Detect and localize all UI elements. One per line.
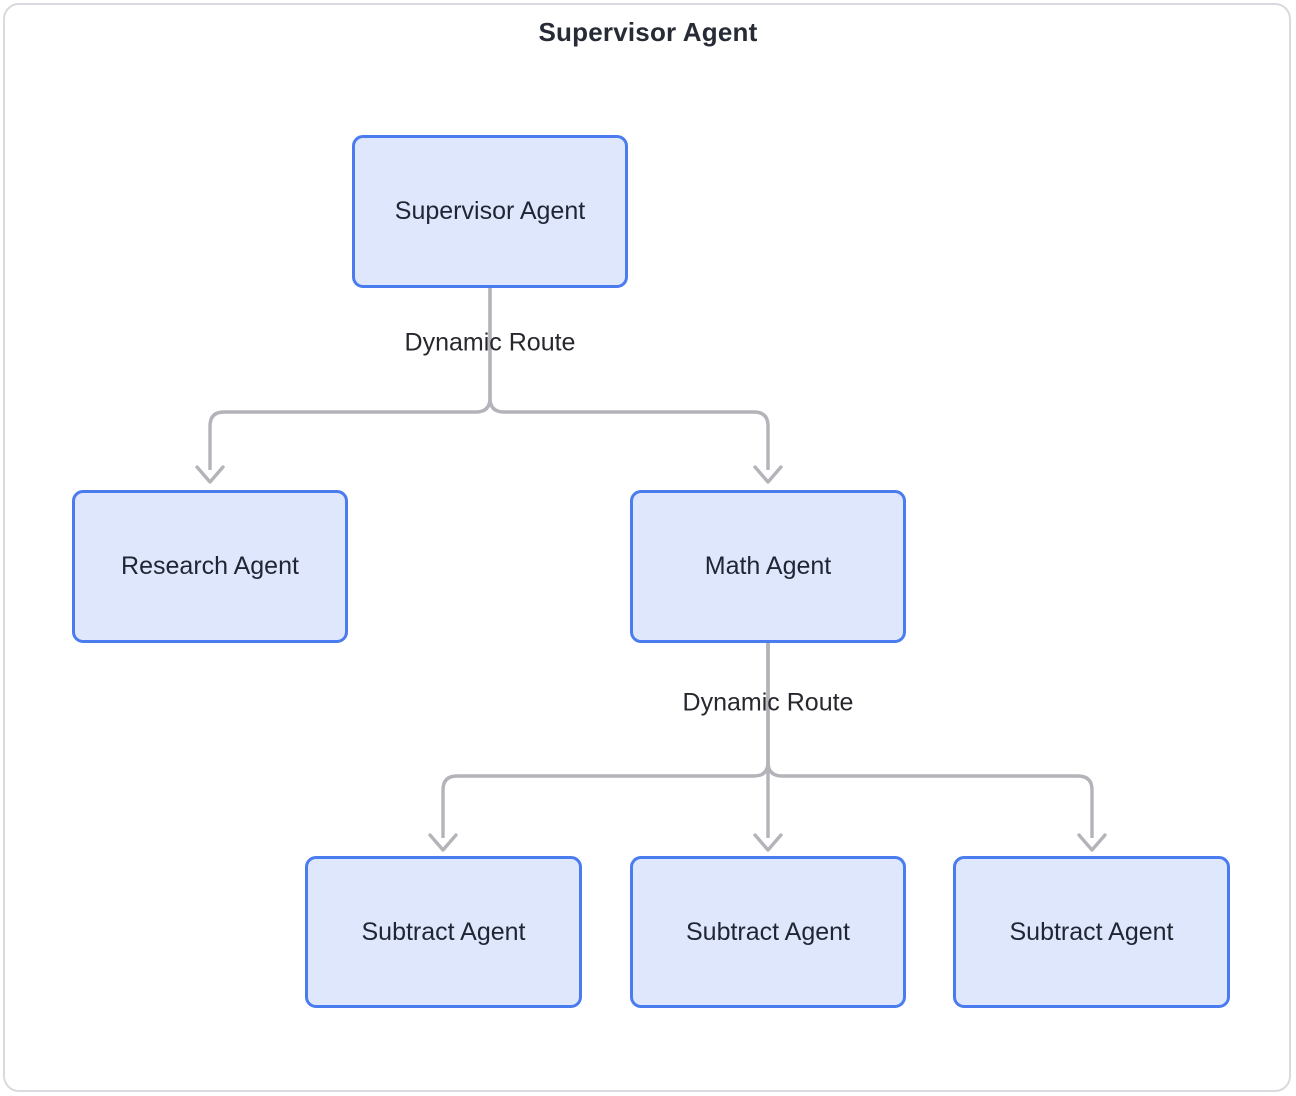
node-subtract-agent-3: Subtract Agent: [953, 856, 1230, 1008]
node-label: Math Agent: [704, 552, 832, 580]
node-label: Research Agent: [121, 552, 299, 580]
node-subtract-agent-1: Subtract Agent: [305, 856, 582, 1008]
node-research-agent: Research Agent: [72, 490, 348, 643]
node-math-agent: Math Agent: [630, 490, 906, 643]
diagram-title: Supervisor Agent: [538, 17, 758, 47]
node-supervisor-agent: Supervisor Agent: [352, 135, 628, 288]
node-label: Subtract Agent: [361, 917, 526, 946]
node-label: Supervisor Agent: [394, 197, 586, 225]
node-label: Subtract Agent: [685, 917, 850, 946]
node-subtract-agent-2: Subtract Agent: [630, 856, 906, 1008]
edge-label-dynamic-route-2: Dynamic Route: [682, 688, 854, 717]
edge-label-dynamic-route-1: Dynamic Route: [404, 328, 576, 357]
node-label: Subtract Agent: [1009, 917, 1174, 946]
